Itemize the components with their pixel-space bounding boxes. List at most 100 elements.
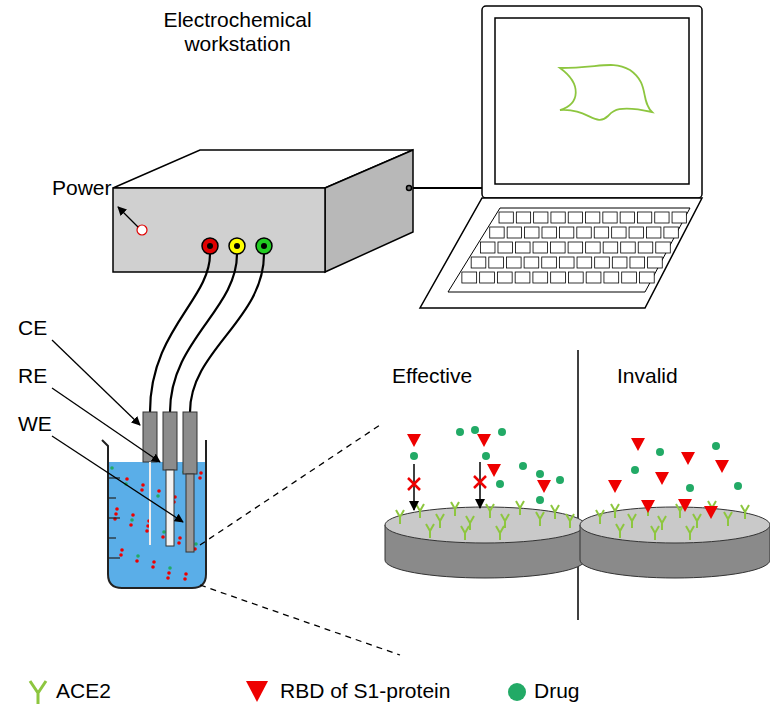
usb-cable: [413, 187, 482, 189]
approach-arrow: [479, 462, 481, 508]
key: [586, 272, 601, 283]
particle: [194, 542, 198, 546]
key: [630, 257, 645, 268]
particle: [120, 548, 124, 552]
key: [462, 272, 477, 283]
key: [620, 212, 634, 223]
key: [534, 212, 548, 223]
particle: [114, 512, 118, 516]
drug: [556, 476, 564, 484]
electrode-cables: [150, 254, 264, 412]
particle: [161, 535, 165, 539]
key: [533, 272, 548, 283]
drug: [456, 428, 464, 436]
legend-text: RBD of S1-protein: [280, 679, 450, 703]
key: [542, 227, 556, 238]
key: [497, 272, 512, 283]
rbd-protein: [715, 460, 729, 473]
key: [639, 272, 654, 283]
rbd-protein: [641, 500, 655, 513]
electrode-discs: [385, 507, 770, 578]
workstation: [113, 150, 413, 272]
key: [664, 227, 678, 238]
key: [551, 242, 566, 253]
electrode-label: WE: [18, 412, 52, 436]
key: [499, 212, 513, 223]
key: [480, 242, 495, 253]
power-label: Power: [52, 176, 112, 200]
drug: [536, 496, 544, 504]
drug: [712, 442, 720, 450]
rbd-protein: [655, 472, 669, 485]
particle: [178, 536, 182, 540]
legend-text: Drug: [534, 679, 580, 703]
ace2-receptor: [566, 514, 574, 528]
key: [516, 242, 531, 253]
particle: [136, 554, 140, 558]
key: [638, 242, 653, 253]
key: [533, 242, 548, 253]
ace2-receptor: [724, 512, 732, 526]
particle: [129, 523, 133, 527]
particle: [151, 565, 155, 569]
ace2-receptor: [551, 505, 559, 519]
particle: [162, 530, 166, 534]
particle: [168, 566, 172, 570]
drug: [686, 484, 694, 492]
key: [559, 257, 574, 268]
key: [471, 257, 486, 268]
key: [646, 227, 660, 238]
rbd-protein: [487, 464, 501, 477]
approach-arrow: [413, 464, 415, 510]
key: [622, 272, 637, 283]
key: [672, 212, 686, 223]
particle: [125, 477, 129, 481]
key: [506, 257, 521, 268]
ace2-receptor: [436, 514, 444, 528]
power-leader: [118, 207, 138, 227]
block-mark: [408, 478, 420, 490]
electrodes: [143, 412, 197, 552]
rbd-protein: [407, 434, 421, 447]
particle: [157, 489, 161, 493]
key: [595, 257, 610, 268]
key: [629, 227, 643, 238]
electrode-leaders: [52, 340, 183, 522]
particle: [141, 483, 145, 487]
laptop: [420, 6, 702, 308]
key: [656, 242, 671, 253]
cv-curve: [560, 65, 652, 120]
key: [586, 242, 601, 253]
particle: [110, 466, 114, 470]
block-mark: [474, 476, 486, 488]
rbd-protein: [631, 438, 645, 451]
particle: [184, 572, 188, 576]
key: [603, 212, 617, 223]
ace2-receptor: [686, 526, 694, 540]
key: [525, 227, 539, 238]
particle: [152, 560, 156, 564]
particle: [135, 559, 139, 563]
particle: [140, 488, 144, 492]
particle: [177, 541, 181, 545]
drug: [519, 462, 527, 470]
key: [568, 272, 583, 283]
key: [559, 227, 573, 238]
key: [568, 212, 582, 223]
rbd-protein: [678, 499, 692, 512]
key: [516, 212, 530, 223]
key: [621, 242, 636, 253]
drug: [631, 466, 639, 474]
ace2-receptor: [741, 505, 749, 519]
ace2-receptor: [616, 524, 624, 538]
ace2-receptor: [611, 504, 619, 518]
drug: [656, 448, 664, 456]
key: [577, 257, 592, 268]
key: [524, 257, 539, 268]
legend-text: ACE2: [56, 679, 111, 703]
ace2-receptor: [461, 526, 469, 540]
key: [637, 212, 651, 223]
ace2-receptor: [451, 502, 459, 516]
panel-title: Invalid: [617, 364, 678, 388]
